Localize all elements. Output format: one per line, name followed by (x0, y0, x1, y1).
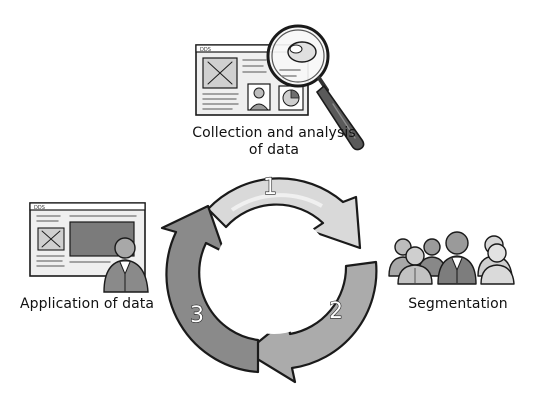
svg-text:DDS: DDS (200, 47, 211, 53)
svg-text:DDS: DDS (34, 205, 45, 211)
step1-label-line1: Collection and analysis (192, 125, 356, 141)
step-number-1: 1 (263, 175, 277, 200)
people-group-icon (388, 231, 515, 285)
cycle-ring (160, 177, 378, 384)
arrow-step-3 (160, 204, 260, 374)
step-number-2: 2 (329, 299, 343, 324)
step3-label: Application of data (19, 296, 155, 312)
step-number-3: 3 (190, 303, 204, 328)
step2-label: Segmentation (408, 296, 508, 312)
arrow-step-2 (244, 260, 378, 384)
presentation-screen-icon: DDS (29, 202, 149, 293)
arrow-step-1 (206, 177, 362, 250)
dashboard-magnifier-icon: DDS (195, 24, 365, 151)
step1-label-line2: of data (248, 142, 300, 158)
step1-label: Collection and analysis of data (176, 125, 372, 159)
